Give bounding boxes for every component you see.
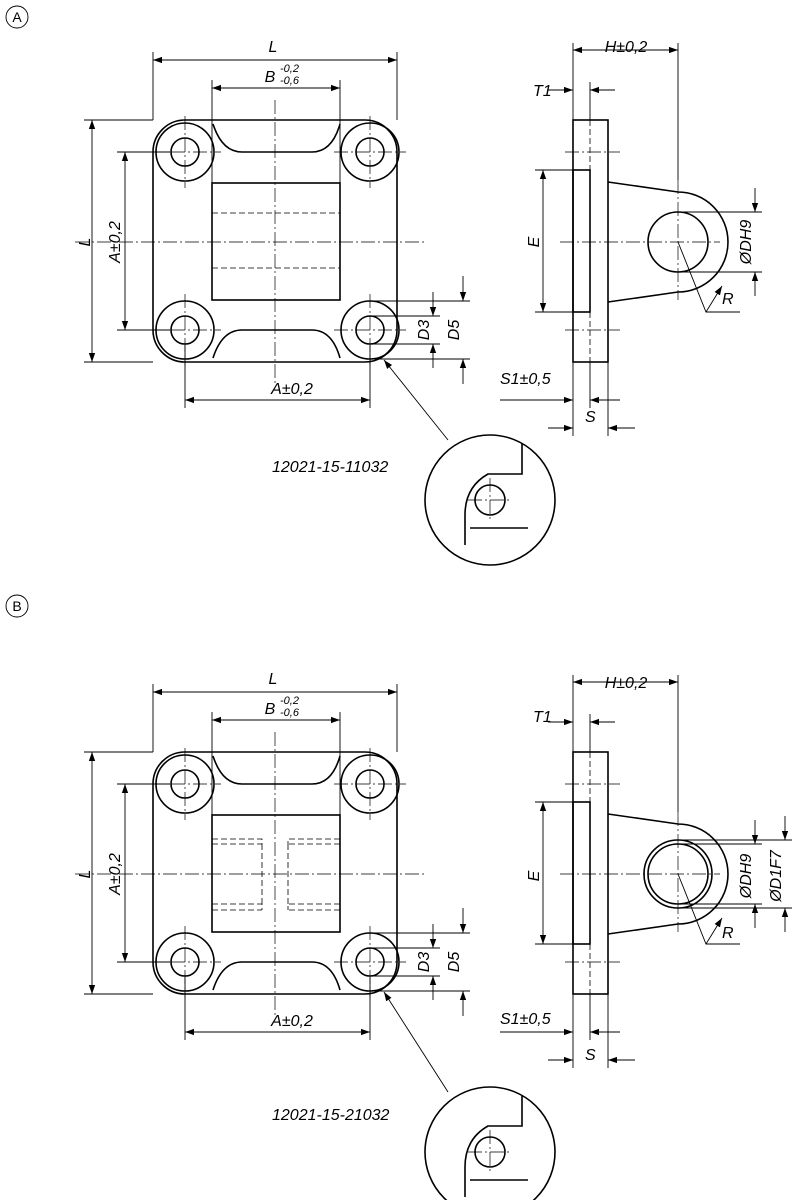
detail-corner bbox=[464, 444, 528, 545]
svg-text:B: B bbox=[12, 598, 21, 614]
detail-circle bbox=[424, 434, 556, 566]
dim-b-upper-tol: -0,2 bbox=[280, 695, 299, 707]
dim-b-lower-tol: -0,6 bbox=[280, 75, 300, 87]
dim-a-horizontal: A±0,2 bbox=[270, 381, 313, 398]
variant-a-drawing: A L B -0,2 -0,6 L A±0,2 A±0,2 D3 D5 1202… bbox=[5, 5, 762, 566]
dim-a-horizontal: A±0,2 bbox=[270, 1013, 313, 1030]
dim-d5: D5 bbox=[446, 320, 463, 341]
dim-l-left: L bbox=[77, 238, 94, 247]
variant-b-marker: B bbox=[5, 594, 29, 618]
dim-l-top: L bbox=[269, 671, 278, 688]
dim-b-upper-tol: -0,2 bbox=[280, 63, 299, 75]
dim-dh9: ØDH9 bbox=[738, 854, 755, 900]
detail-reference: 12021-15-21032 bbox=[272, 1107, 390, 1124]
dim-h: H±0,2 bbox=[605, 675, 648, 692]
dim-l-left: L bbox=[77, 870, 94, 879]
bottom-recess bbox=[212, 329, 341, 359]
dim-s: S bbox=[585, 1047, 596, 1064]
variant-a-marker: A bbox=[5, 5, 29, 29]
side-recess bbox=[572, 169, 591, 313]
dim-dh9: ØDH9 bbox=[738, 220, 755, 266]
center-block bbox=[211, 182, 341, 301]
side-lug bbox=[607, 813, 729, 935]
hidden-slot-left bbox=[212, 838, 263, 911]
dim-e: E bbox=[526, 236, 543, 247]
side-recess bbox=[572, 801, 591, 945]
dim-d3: D3 bbox=[416, 952, 433, 973]
detail-leader bbox=[383, 991, 449, 1093]
detail-reference: 12021-15-11032 bbox=[272, 459, 388, 476]
dim-b-lower-tol: -0,6 bbox=[280, 707, 300, 719]
radius-arrow bbox=[705, 285, 723, 313]
dim-r: R bbox=[722, 925, 734, 942]
side-lug bbox=[607, 181, 729, 303]
center-block bbox=[211, 814, 341, 933]
plate-outline bbox=[152, 119, 398, 363]
dim-d1f7: ØD1F7 bbox=[768, 849, 785, 903]
dim-s1: S1±0,5 bbox=[500, 1011, 551, 1028]
dim-d3: D3 bbox=[416, 320, 433, 341]
dim-d5: D5 bbox=[446, 952, 463, 973]
radius-arrow bbox=[705, 917, 723, 945]
dim-s: S bbox=[585, 409, 596, 426]
detail-leader bbox=[383, 359, 449, 441]
top-recess bbox=[212, 123, 341, 153]
dim-s1: S1±0,5 bbox=[500, 371, 551, 388]
dim-b: B bbox=[265, 701, 276, 718]
detail-circle bbox=[424, 1086, 556, 1200]
dim-l-top: L bbox=[269, 39, 278, 56]
dim-b: B bbox=[265, 69, 276, 86]
dim-h: H±0,2 bbox=[605, 39, 648, 56]
top-recess bbox=[212, 755, 341, 785]
detail-corner bbox=[464, 1096, 528, 1197]
svg-text:A: A bbox=[12, 9, 22, 25]
plate-outline bbox=[152, 751, 398, 995]
variant-b-drawing: B L B -0,2 -0,6 L A±0,2 A±0,2 D3 D5 1202… bbox=[5, 594, 792, 1200]
dim-r: R bbox=[722, 291, 734, 308]
dim-a-vertical: A±0,2 bbox=[107, 221, 124, 264]
dim-a-vertical: A±0,2 bbox=[107, 853, 124, 896]
dim-t1: T1 bbox=[533, 83, 552, 100]
bottom-recess bbox=[212, 961, 341, 991]
dim-e: E bbox=[526, 870, 543, 881]
dim-t1: T1 bbox=[533, 709, 552, 726]
hidden-slot-right bbox=[287, 838, 340, 911]
